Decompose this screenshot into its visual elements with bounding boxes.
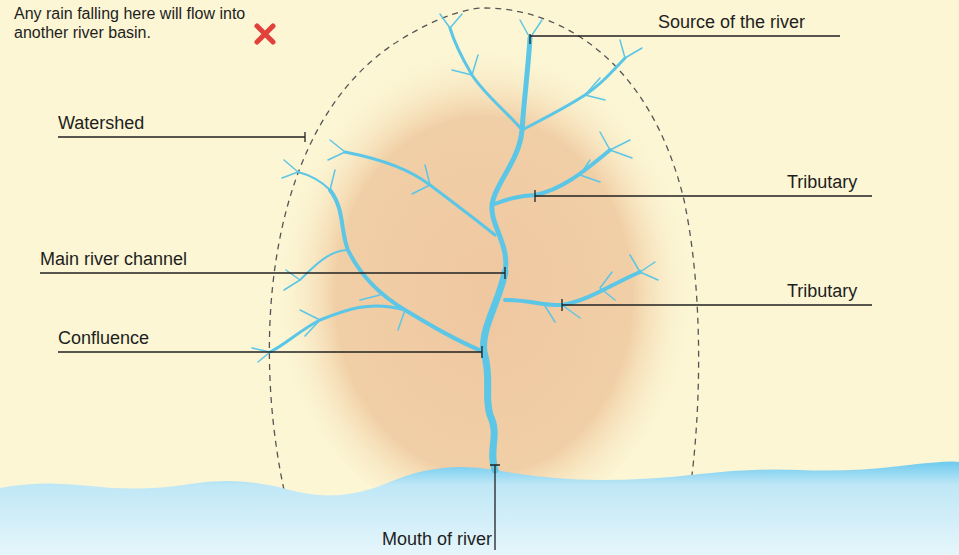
leader-lines — [40, 34, 872, 550]
note-text: Any rain falling here will flow into ano… — [14, 4, 276, 42]
part-label: Main river channel — [40, 248, 187, 270]
red-cross — [257, 26, 273, 42]
river-twigs — [252, 14, 658, 362]
part-label: Mouth of river — [382, 528, 492, 550]
watershed-line — [269, 8, 698, 490]
part-label: Tributary — [787, 171, 857, 193]
part-label: Confluence — [58, 327, 149, 349]
sea — [0, 462, 959, 555]
basin-area — [272, 15, 696, 525]
part-label: Tributary — [787, 280, 857, 302]
river-network — [270, 28, 640, 470]
part-label: Watershed — [58, 112, 144, 134]
part-label: Source of the river — [658, 11, 805, 33]
